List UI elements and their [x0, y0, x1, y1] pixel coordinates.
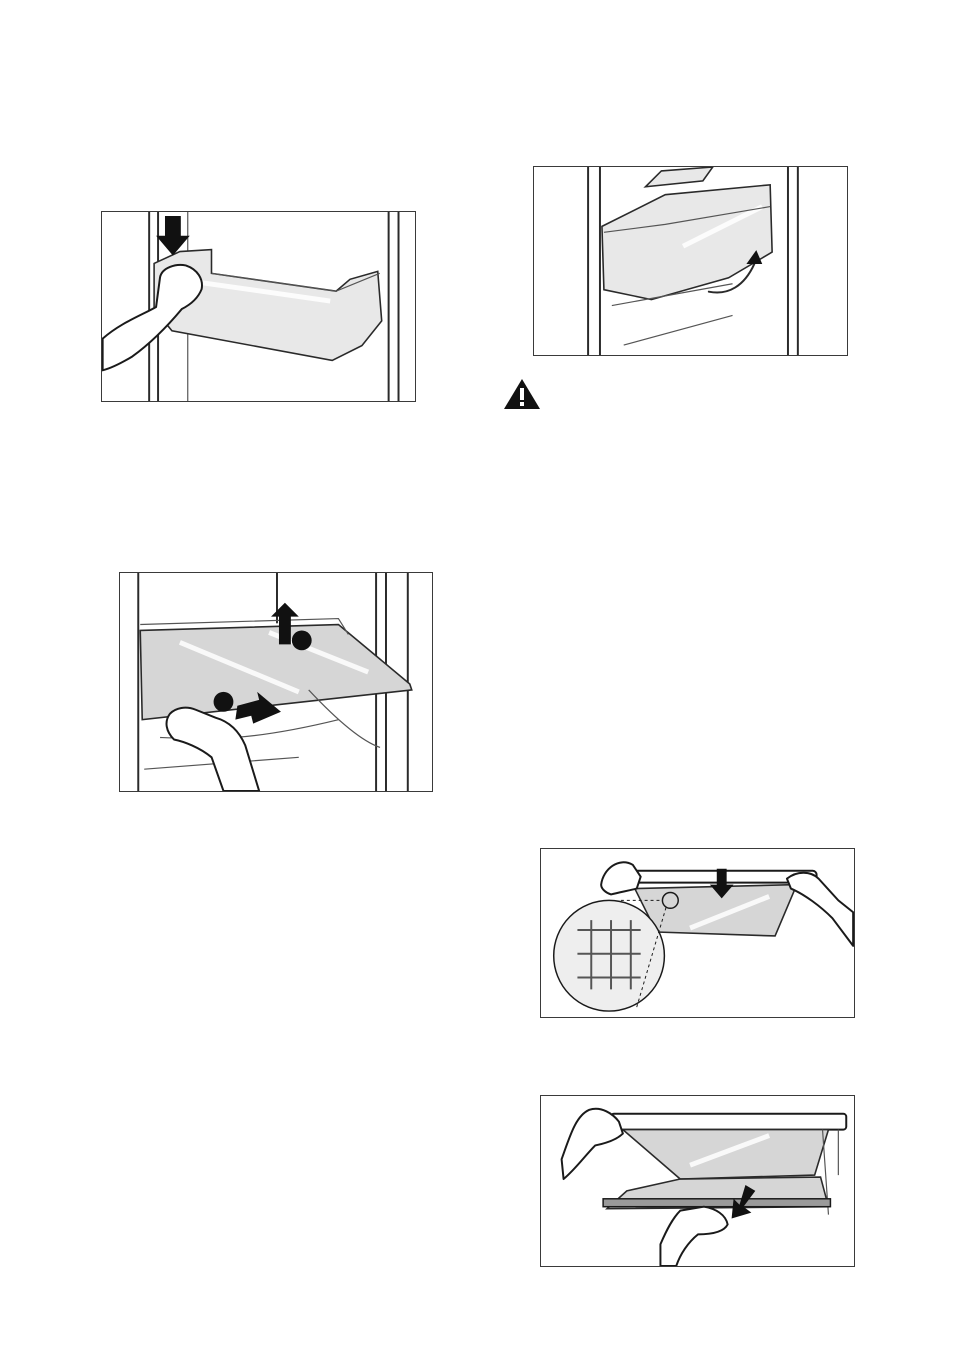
step-marker-icon — [292, 630, 312, 650]
door-balcony-removal-figure — [101, 211, 416, 402]
glass-shelf-removal-figure — [119, 572, 433, 792]
drawer-illustration — [534, 167, 847, 355]
shelf-pull-out-illustration — [541, 1096, 854, 1266]
down-arrow-icon — [156, 216, 190, 256]
warning-triangle-icon — [503, 378, 541, 410]
glass-shelf-illustration — [120, 573, 432, 791]
door-balcony-illustration — [102, 212, 415, 401]
shelf-pull-out-figure — [540, 1095, 855, 1267]
shelf-insert-figure — [540, 848, 855, 1018]
shelf-insert-illustration — [541, 849, 854, 1017]
step-marker-icon — [214, 692, 234, 712]
drawer-tilt-figure — [533, 166, 848, 356]
